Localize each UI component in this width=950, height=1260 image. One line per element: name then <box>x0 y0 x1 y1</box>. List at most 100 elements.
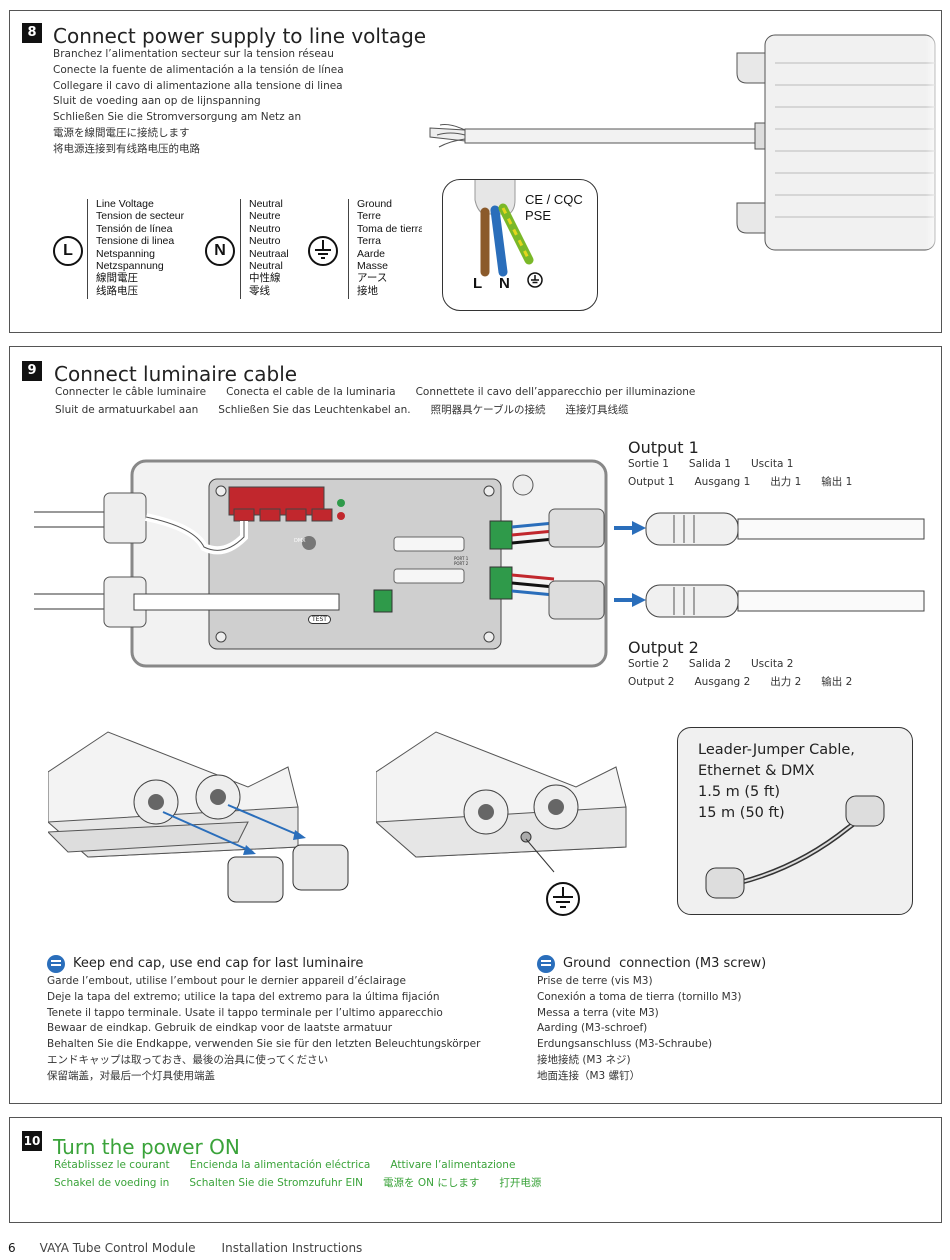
translation-line: Deje la tapa del extremo; utilice la tap… <box>47 990 440 1003</box>
dmx-label: DMX <box>294 538 306 544</box>
label: Netspanning <box>96 247 155 260</box>
label: Tension de secteur <box>96 210 185 223</box>
translation-line: Collegare il cavo di alimentazione alla … <box>53 79 343 92</box>
step-number: 8 <box>22 23 42 43</box>
end-cap-illustration <box>48 731 349 903</box>
test-button: TEST <box>308 615 331 624</box>
step-number: 10 <box>22 1131 42 1151</box>
label: Output 2 <box>628 676 675 688</box>
label: Neutral <box>249 260 283 273</box>
ground-small-icon <box>527 272 543 288</box>
port-2-label: PORT 2 <box>454 561 469 566</box>
neutral-symbol-icon: N <box>205 236 235 266</box>
label: Sortie 1 <box>628 458 669 470</box>
info-icon <box>537 955 555 973</box>
translation: Schakel de voeding in <box>54 1177 170 1189</box>
translation: 打开电源 <box>499 1177 542 1189</box>
translation-line: Bewaar de eindkap. Gebruik de eindkap vo… <box>47 1022 393 1035</box>
translation: Conecta el cable de la luminaria <box>226 386 396 398</box>
wire-illustration <box>474 180 534 277</box>
control-module-illustration <box>34 459 925 668</box>
label: 中性線 <box>249 272 281 285</box>
page-number: 6 <box>8 1241 16 1255</box>
ground-connection-illustration <box>376 731 627 916</box>
label: Neutraal <box>249 247 289 260</box>
translation: Attivare l’alimentazione <box>390 1159 516 1171</box>
product-name: VAYA Tube Control Module <box>39 1241 196 1255</box>
translation: 照明器具ケーブルの接続 <box>430 404 546 416</box>
translation: Encienda la alimentación eléctrica <box>189 1159 371 1171</box>
endcap-translations: Garde l’embout, utilise l’embout pour le… <box>47 974 480 1085</box>
step-8-panel: 8 Connect power supply to line voltage B… <box>9 10 942 333</box>
step-title: Connect luminaire cable <box>54 362 298 386</box>
info-icon <box>47 955 65 973</box>
label: Netzspannung <box>96 260 164 273</box>
ground-conn-title: Ground connection (M3 screw) <box>563 956 767 971</box>
wire-label-n: N <box>499 275 510 292</box>
label: Ausgang 1 <box>694 476 751 488</box>
cable-line: Ethernet & DMX <box>698 763 815 779</box>
label: Sortie 2 <box>628 658 669 670</box>
translation-line: エンドキャップは取っておき、最後の治具に使ってください <box>47 1053 329 1066</box>
cable-info-text: Leader-Jumper Cable, Ethernet & DMX 1.5 … <box>698 740 855 824</box>
label: Neutro <box>249 222 281 235</box>
translation-line: Behalten Sie die Endkappe, verwenden Sie… <box>47 1038 481 1051</box>
label: Neutre <box>249 210 281 223</box>
translation-line: 将电源连接到有线路电压的电路 <box>53 142 200 155</box>
translation-line: Aarding (M3-schroef) <box>537 1022 648 1035</box>
translation-line: 地面连接（M3 螺钉） <box>537 1069 641 1082</box>
translation-line: Branchez l’alimentation secteur sur la t… <box>53 48 334 60</box>
label: Terra <box>357 235 381 248</box>
translation-line: Erdungsanschluss (M3-Schraube) <box>537 1038 713 1051</box>
label: Tensione di linea <box>96 235 175 248</box>
translation: Connettete il cavo dell’apparecchio per … <box>415 386 696 398</box>
translation: Sluit de armatuurkabel aan <box>55 404 199 416</box>
line-labels: Line Voltage Tension de secteur Tensión … <box>96 198 184 297</box>
step-number: 9 <box>22 361 42 381</box>
endcap-title: Keep end cap, use end cap for last lumin… <box>73 956 364 971</box>
doc-type: Installation Instructions <box>221 1241 363 1255</box>
cable-info-box: Leader-Jumper Cable, Ethernet & DMX 1.5 … <box>677 727 913 915</box>
cert-ce-cqc: CE / CQC <box>525 192 583 207</box>
cable-line: 15 m (50 ft) <box>698 805 785 821</box>
label: Terre <box>357 210 381 223</box>
port-1-label: PORT 1 <box>454 556 469 561</box>
label: Neutral <box>249 198 283 210</box>
ground-labels: Ground Terre Toma de tierra Terra Aarde … <box>357 198 422 297</box>
label: 线路电压 <box>96 284 138 297</box>
label: 出力 1 <box>770 476 802 488</box>
divider <box>240 199 241 299</box>
translation-line: 接地接続 (M3 ネジ) <box>537 1053 631 1066</box>
step-9-panel: 9 Connect luminaire cable Connecter le c… <box>9 346 942 1104</box>
label: Salida 2 <box>688 658 731 670</box>
translation-line: 電源を線間電圧に接続します <box>53 126 190 139</box>
jumper-cable-illustration <box>705 795 885 899</box>
label: Aarde <box>357 247 386 260</box>
wire-label-l: L <box>473 275 483 292</box>
divider <box>87 199 88 299</box>
label: Tensión de línea <box>96 222 173 235</box>
divider <box>348 199 349 299</box>
translation-line: 保留端盖，对最后一个灯具使用端盖 <box>47 1069 215 1082</box>
label: 零线 <box>249 284 270 297</box>
step-title: Connect power supply to line voltage <box>53 24 427 48</box>
output-2-title: Output 2 <box>628 638 699 657</box>
translation-line: Messa a terra (vite M3) <box>537 1006 659 1019</box>
power-supply-illustration <box>429 23 941 263</box>
label: アース <box>357 272 388 285</box>
step-title: Turn the power ON <box>53 1135 240 1159</box>
translation: 電源を ON にします <box>383 1177 480 1189</box>
label: 输出 2 <box>821 676 853 688</box>
label: Ausgang 2 <box>694 676 751 688</box>
label: Uscita 1 <box>750 458 794 470</box>
translation-line: Tenete il tappo terminale. Usate il tapp… <box>47 1006 443 1019</box>
wire-inset: CE / CQC PSE L N <box>442 179 598 311</box>
translations: Branchez l’alimentation secteur sur la t… <box>53 47 344 158</box>
label: Neutro <box>249 235 281 248</box>
label: 出力 2 <box>770 676 802 688</box>
label: Ground <box>357 198 393 210</box>
